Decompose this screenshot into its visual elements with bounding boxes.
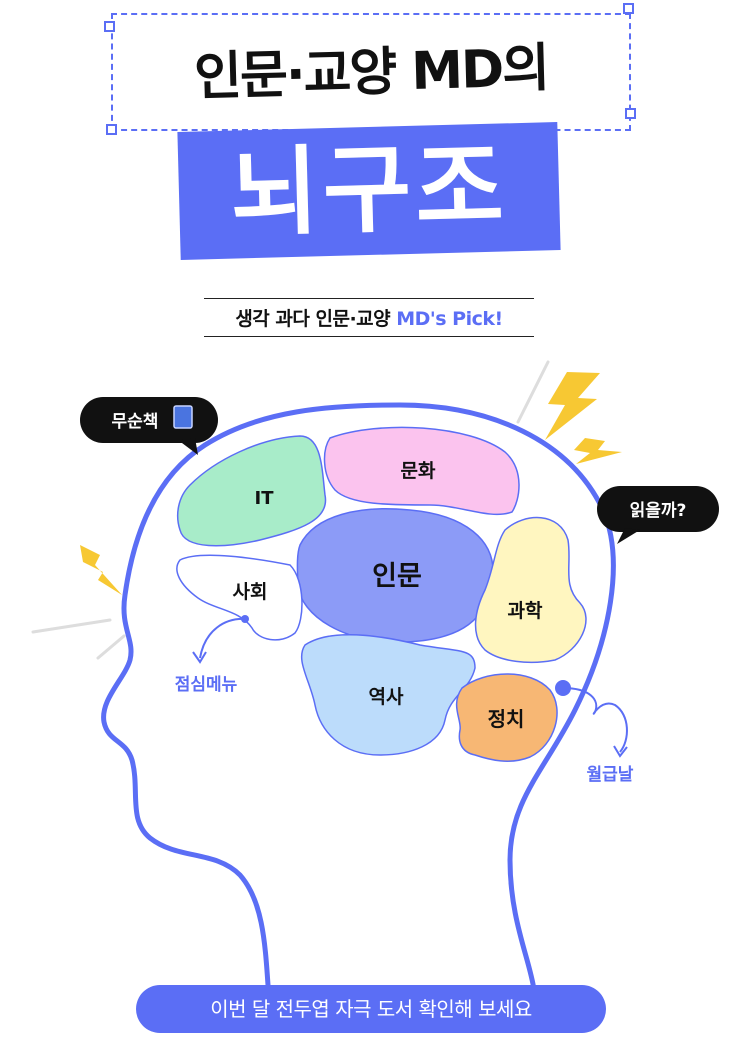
sketch-line-1 [516,360,550,424]
sketch-line-3 [96,634,126,660]
subtitle-main: 생각 과다 인문·교양 [235,308,391,330]
label-politics: 정치 [488,707,525,731]
region-culture [323,426,520,516]
label-history: 역사 [369,686,404,708]
head-outline [101,402,616,993]
annotation-payday: 월급날 [587,765,634,785]
region-science [474,516,587,664]
cta-button[interactable]: 이번 달 전두엽 자극 도서 확인해 보세요 [136,985,606,1033]
sketch-line-2 [31,618,112,634]
region-history [300,633,476,756]
lightning-icon-left [80,545,122,595]
subtitle-accent: MD's Pick! [396,308,503,330]
label-culture: 문화 [401,460,436,482]
frame-handle-tr [623,3,634,14]
subtitle: 생각 과다 인문·교양 MD's Pick! [204,298,534,337]
label-society: 사회 [233,581,268,603]
speech-bubble-left: 무순책 [80,397,218,455]
speech-bubble-right: 읽을까? [597,486,719,544]
region-politics [455,673,558,762]
lunch-arrow [192,615,249,664]
payday-arrow [555,680,628,758]
lightning-icon-small [574,438,622,464]
bubble-right-text: 읽을까? [630,501,687,521]
lightning-icon-top [545,372,600,440]
book-icon [173,405,193,429]
region-society [176,554,303,641]
label-it: IT [255,488,275,509]
frame-handle-tl [104,21,115,32]
frame-handle-br [625,108,636,119]
label-science: 과학 [508,600,543,622]
region-it [177,435,327,547]
label-humanities: 인문 [372,561,422,592]
frame-handle-bl [106,124,117,135]
annotation-lunch: 점심메뉴 [175,675,238,695]
bubble-left-text: 무순책 [112,412,159,432]
